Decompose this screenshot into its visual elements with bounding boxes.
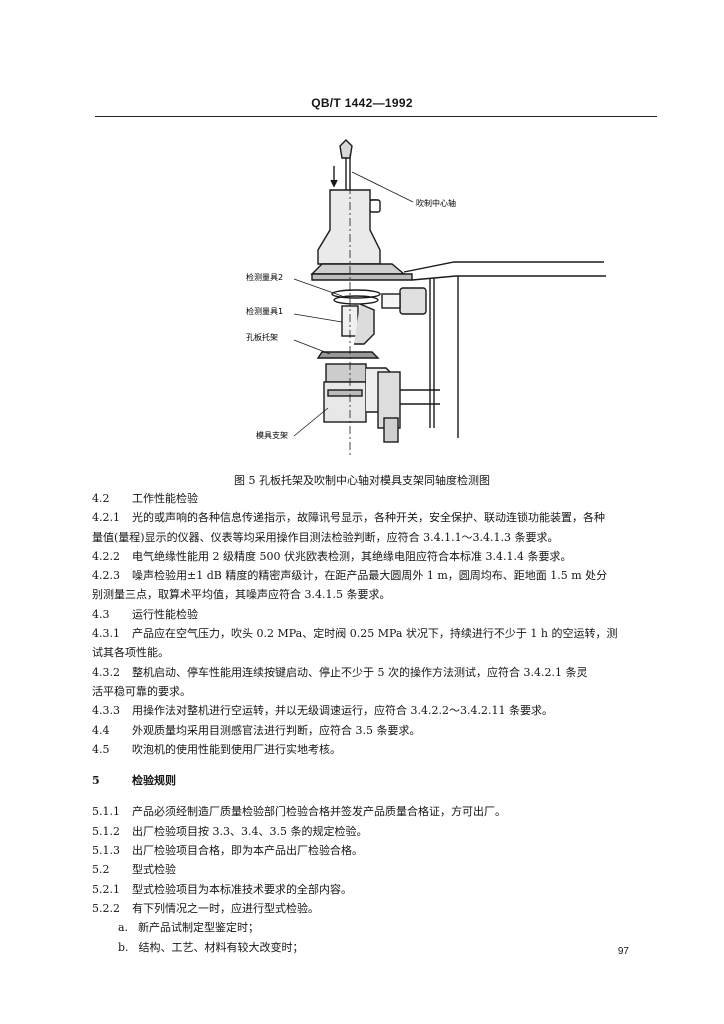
- line-text: 别测量三点，取算术平均值，其噪声应符合 3.4.1.5 条要求。: [92, 588, 391, 602]
- label-center-axis: 吹制中心轴: [416, 198, 456, 208]
- clause-text: 吹泡机的使用性能到使用厂进行实地考核。: [132, 742, 341, 756]
- clause-text: 型式检验项目为本标准技术要求的全部内容。: [132, 882, 352, 896]
- spacer: [92, 790, 664, 802]
- text-line: 4.5 吹泡机的使用性能到使用厂进行实地考核。: [92, 740, 664, 759]
- clause-text: 工作性能检验: [132, 492, 198, 505]
- clause-text: 有下列情况之一时，应进行型式检验。: [132, 901, 319, 915]
- text-line: a. 新产品试制定型鉴定时；: [92, 918, 664, 937]
- clause-number: 4.2.3: [92, 569, 120, 583]
- spindle-top: [339, 139, 353, 159]
- text-line: b. 结构、工艺、材料有较大改变时；: [92, 938, 664, 957]
- line-text: 量值(量程)显示的仪器、仪表等均采用操作目测法检验判断，应符合 3.4.1.1～…: [92, 530, 559, 544]
- text-line: 5.1.2 出厂检验项目按 3.3、3.4、3.5 条的规定检验。: [92, 822, 664, 841]
- clause-text: 产品必须经制造厂质量检验部门检验合格并签发产品质量合格证，方可出厂。: [132, 805, 506, 819]
- text-line: 4.4 外观质量均采用目测感官法进行判断，应符合 3.5 条要求。: [92, 721, 664, 740]
- text-line: 4.3.1 产品应在空气压力，吹头 0.2 MPa、定时阀 0.25 MPa 状况…: [92, 624, 664, 643]
- clause-text: 电气绝缘性能用 2 级精度 500 伏兆欧表检测，其绝缘电阻应符合本标准 3.4…: [132, 549, 572, 563]
- clause-text: 结构、工艺、材料有较大改变时；: [138, 940, 304, 954]
- page-number: 97: [617, 946, 629, 957]
- figure-5: 吹制中心轴 检测量具2 检测量具1 孔板托架 模具支架: [190, 128, 670, 468]
- clause-number: 4.3.1: [92, 627, 120, 641]
- label-orifice-bracket: 孔板托架: [246, 332, 278, 342]
- clause-number: 5.2: [92, 863, 110, 877]
- clause-number: 4.5: [92, 742, 110, 756]
- text-line: 5 检验规则: [92, 771, 664, 790]
- clause-number: 4.2: [92, 492, 110, 505]
- clause-number: 4.2.2: [92, 549, 120, 563]
- text-line: 试其各项性能。: [92, 643, 664, 662]
- text-line: 5.2 型式检验: [92, 860, 664, 879]
- text-line: 5.2.1 型式检验项目为本标准技术要求的全部内容。: [92, 880, 664, 899]
- clause-text: 检验规则: [132, 774, 176, 788]
- text-line: 4.3.2 整机启动、停车性能用连续按键启动、停止不少于 5 次的操作方法测试，应…: [92, 663, 664, 682]
- spacer: [92, 759, 664, 771]
- text-line: 4.2.3 噪声检验用±1 dB 精度的精密声级计，在距产品最大圆周外 1 m，圆…: [92, 566, 664, 585]
- figure-caption: 图 5 孔板托架及吹制中心轴对模具支架同轴度检测图: [234, 474, 490, 487]
- clause-number: 5.2.1: [92, 882, 120, 896]
- clause-text: 外观质量均采用目测感官法进行判断，应符合 3.5 条要求。: [132, 723, 421, 737]
- clause-number: 4.4: [92, 723, 110, 737]
- clause-text: 产品应在空气压力，吹头 0.2 MPa、定时阀 0.25 MPa 状况下，持续进…: [132, 627, 618, 641]
- clause-text: 型式检验: [132, 863, 176, 877]
- clause-text: 光的或声响的各种信息传递指示，故障讯号显示，各种开关，安全保护、联动连锁功能装置…: [132, 511, 605, 525]
- text-line: 5.1.1 产品必须经制造厂质量检验部门检验合格并签发产品质量合格证，方可出厂。: [92, 802, 664, 821]
- line-text: 试其各项性能。: [92, 646, 169, 660]
- clause-text: 整机启动、停车性能用连续按键启动、停止不少于 5 次的操作方法测试，应符合 3.…: [132, 665, 588, 679]
- screw-head: [369, 199, 381, 213]
- clause-number: 4.3.2: [92, 665, 120, 679]
- clause-number: 5.2.2: [92, 901, 120, 915]
- text-line: 4.2.1 光的或声响的各种信息传递指示，故障讯号显示，各种开关，安全保护、联动连…: [92, 508, 664, 527]
- clause-text: 噪声检验用±1 dB 精度的精密声级计，在距产品最大圆周外 1 m，圆周均布、距…: [132, 569, 608, 583]
- text-line: 4.3 运行性能检验: [92, 605, 664, 624]
- coaxiality-diagram: 吹制中心轴 检测量具2 检测量具1 孔板托架 模具支架: [246, 139, 606, 458]
- clause-number: 5.1.1: [92, 805, 120, 819]
- label-gauge1: 检测量具1: [246, 306, 283, 316]
- clause-number: 4.2.1: [92, 511, 120, 525]
- clause-number: 4.3: [92, 607, 110, 621]
- text-line: 别测量三点，取算术平均值，其噪声应符合 3.4.1.5 条要求。: [92, 585, 664, 604]
- header-rule: [95, 116, 657, 117]
- text-line: 量值(量程)显示的仪器、仪表等均采用操作目测法检验判断，应符合 3.4.1.1～…: [92, 528, 664, 547]
- text-line: 4.3.3 用操作法对整机进行空运转，并以无级调速运行，应符合 3.4.2.2～3…: [92, 701, 664, 720]
- text-line: 4.2 工作性能检验: [92, 489, 664, 508]
- clause-number: b.: [118, 940, 129, 954]
- clause-text: 出厂检验项目合格，即为本产品出厂检验合格。: [132, 844, 363, 858]
- clause-text: 运行性能检验: [132, 607, 198, 621]
- clause-number: a.: [118, 921, 129, 935]
- body-text: 4.2 工作性能检验 4.2.1 光的或声响的各种信息传递指示，故障讯号显示，各种开关…: [92, 489, 664, 957]
- text-line: 活平稳可靠的要求。: [92, 682, 664, 701]
- text-line: 5.2.2 有下列情况之一时，应进行型式检验。: [92, 899, 664, 918]
- line-text: 活平稳可靠的要求。: [92, 684, 191, 698]
- label-mold-bracket: 模具支架: [256, 430, 288, 440]
- clause-number: 4.3.3: [92, 704, 120, 718]
- clause-text: 出厂检验项目按 3.3、3.4、3.5 条的规定检验。: [132, 824, 368, 838]
- clause-number: 5: [92, 774, 100, 788]
- text-line: 4.2.2 电气绝缘性能用 2 级精度 500 伏兆欧表检测，其绝缘电阻应符合本标…: [92, 547, 664, 566]
- clause-number: 5.1.2: [92, 824, 120, 838]
- page-header: QB/T 1442—1992: [311, 96, 413, 110]
- text-line: 5.1.3 出厂检验项目合格，即为本产品出厂检验合格。: [92, 841, 664, 860]
- clause-text: 新产品试制定型鉴定时；: [138, 921, 260, 935]
- clause-text: 用操作法对整机进行空运转，并以无级调速运行，应符合 3.4.2.2～3.4.2.…: [132, 704, 553, 718]
- label-gauge2: 检测量具2: [246, 272, 283, 282]
- clause-number: 5.1.3: [92, 844, 120, 858]
